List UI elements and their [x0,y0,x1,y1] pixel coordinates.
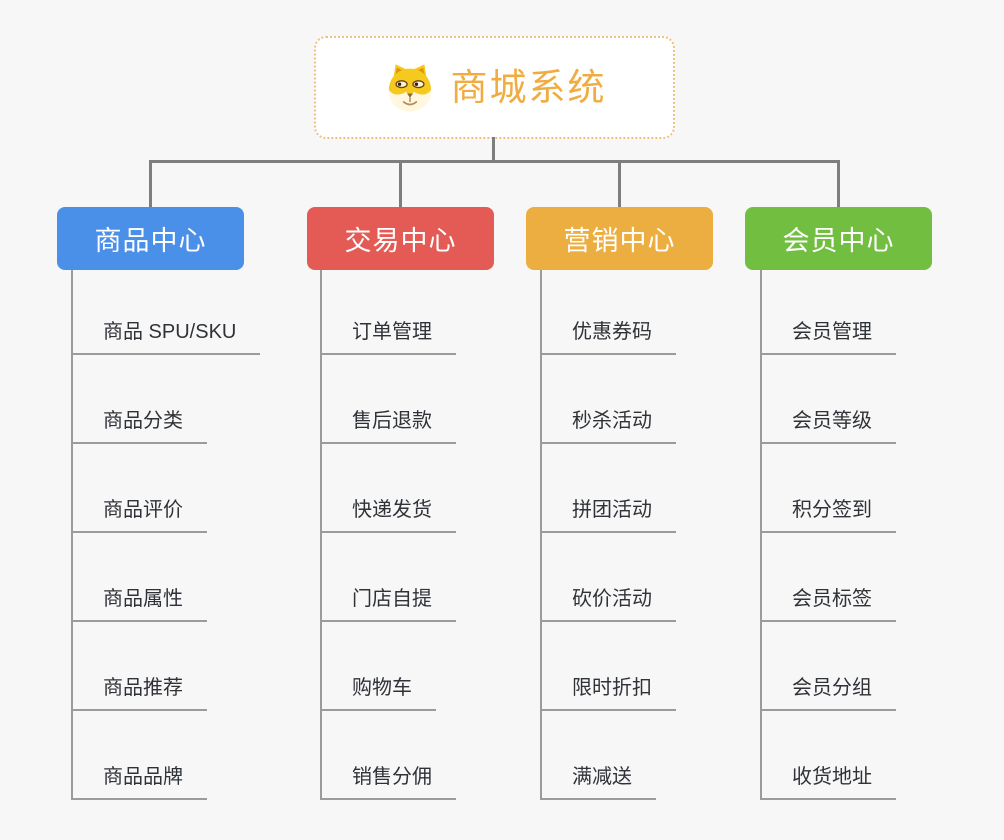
doge-icon [383,61,437,115]
leaf-item[interactable]: 会员标签 [762,533,896,622]
branch-column-trade: 订单管理 售后退款 快递发货 门店自提 购物车 销售分佣 [320,270,456,800]
leaf-item[interactable]: 销售分佣 [322,711,456,800]
leaf-item[interactable]: 商品 SPU/SKU [73,270,261,355]
leaf-item[interactable]: 购物车 [322,622,436,711]
root-node[interactable]: 商城系统 [314,36,675,139]
leaf-item[interactable]: 会员等级 [762,355,896,444]
leaf-item[interactable]: 拼团活动 [542,444,676,533]
leaf-item[interactable]: 秒杀活动 [542,355,676,444]
connector-horizontal-bar [149,160,840,163]
branch-node-trade-center[interactable]: 交易中心 [307,207,494,270]
leaf-item[interactable]: 砍价活动 [542,533,676,622]
leaf-item[interactable]: 售后退款 [322,355,456,444]
branch-node-marketing-center[interactable]: 营销中心 [526,207,713,270]
leaf-item[interactable]: 门店自提 [322,533,456,622]
leaf-item[interactable]: 商品属性 [73,533,207,622]
leaf-item[interactable]: 订单管理 [322,270,456,355]
branch-column-product: 商品 SPU/SKU 商品分类 商品评价 商品属性 商品推荐 商品品牌 [71,270,261,800]
connector-drop-member [837,162,840,208]
branch-node-product-center[interactable]: 商品中心 [57,207,244,270]
leaf-item[interactable]: 限时折扣 [542,622,676,711]
leaf-item[interactable]: 商品推荐 [73,622,207,711]
leaf-item[interactable]: 积分签到 [762,444,896,533]
leaf-item[interactable]: 会员管理 [762,270,896,355]
leaf-item[interactable]: 商品评价 [73,444,207,533]
leaf-item[interactable]: 满减送 [542,711,656,800]
leaf-item[interactable]: 商品品牌 [73,711,207,800]
connector-root-drop [492,137,495,162]
leaf-item[interactable]: 会员分组 [762,622,896,711]
connector-drop-trade [399,162,402,208]
leaf-item[interactable]: 商品分类 [73,355,207,444]
branch-node-member-center[interactable]: 会员中心 [745,207,932,270]
leaf-item[interactable]: 优惠券码 [542,270,676,355]
branch-column-member: 会员管理 会员等级 积分签到 会员标签 会员分组 收货地址 [760,270,896,800]
connector-drop-marketing [618,162,621,208]
leaf-item[interactable]: 收货地址 [762,711,896,800]
branch-column-marketing: 优惠券码 秒杀活动 拼团活动 砍价活动 限时折扣 满减送 [540,270,676,800]
root-title: 商城系统 [450,67,607,108]
connector-drop-product [149,162,152,208]
leaf-item[interactable]: 快递发货 [322,444,456,533]
